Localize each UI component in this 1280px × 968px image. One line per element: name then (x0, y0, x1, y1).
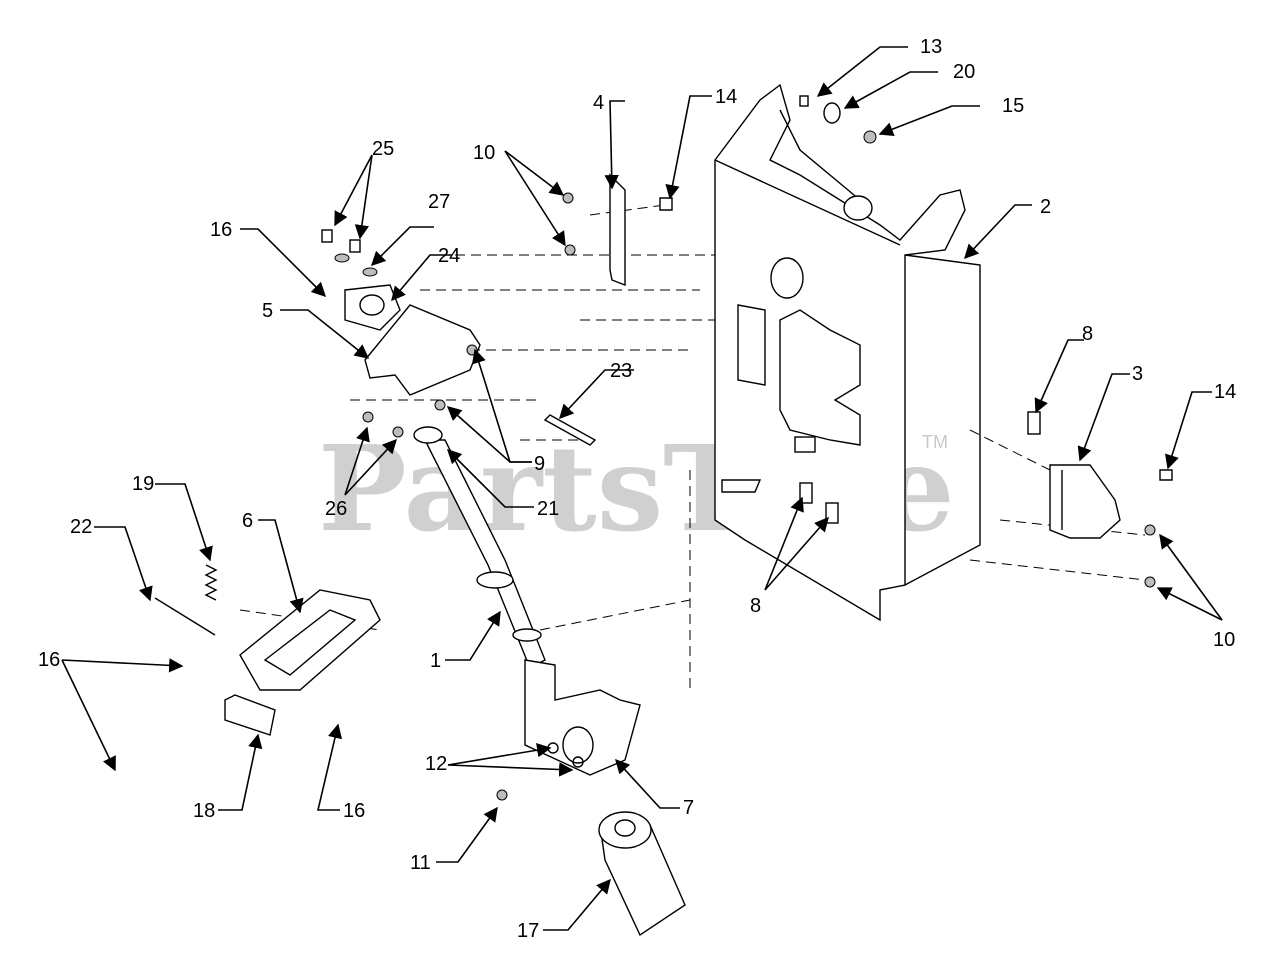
callout-17: 17 (517, 920, 539, 942)
hardware (321, 95, 1156, 801)
leader-lines (61, 46, 1223, 931)
callout-2: 2 (1040, 196, 1051, 218)
slotted-plate (239, 589, 381, 691)
callout-11: 11 (410, 852, 431, 874)
callout-10-right: 10 (1213, 629, 1235, 651)
callout-5: 5 (262, 300, 273, 322)
callout-14-top: 14 (715, 86, 737, 108)
callout-26: 26 (325, 498, 347, 520)
plate-bracket (344, 284, 481, 396)
callout-1: 1 (430, 650, 441, 672)
callout-6: 6 (242, 510, 253, 532)
callout-8-bottom: 8 (750, 595, 761, 617)
callout-14-right: 14 (1214, 381, 1236, 403)
main-frame-panel (714, 83, 981, 622)
callout-16-bottom: 16 (343, 800, 365, 822)
callout-12: 12 (425, 753, 447, 775)
callout-15: 15 (1002, 95, 1024, 117)
right-bracket (1049, 464, 1173, 539)
callout-16-top: 16 (210, 219, 232, 241)
callout-3: 3 (1132, 363, 1143, 385)
callout-20: 20 (953, 61, 975, 83)
callout-4: 4 (593, 92, 604, 114)
rod-inner (103, 603, 200, 869)
callout-18: 18 (193, 800, 215, 822)
pin (543, 414, 597, 446)
callout-16-left: 16 (38, 649, 60, 671)
callout-19: 19 (132, 473, 154, 495)
callout-10-top: 10 (473, 142, 495, 164)
callout-24: 24 (438, 245, 460, 267)
cylinder (598, 811, 686, 937)
callout-21: 21 (537, 498, 559, 520)
callout-25: 25 (372, 138, 394, 160)
watermark-tm: TM (922, 432, 948, 452)
callout-22: 22 (70, 516, 92, 538)
callout-13: 13 (920, 36, 942, 58)
callout-9: 9 (534, 453, 545, 475)
callout-8-right: 8 (1082, 323, 1093, 345)
block (224, 694, 276, 736)
callout-7: 7 (683, 797, 694, 819)
callout-23: 23 (610, 360, 632, 382)
lower-bracket (524, 659, 641, 776)
spring (204, 564, 218, 601)
callouts: 13 20 15 2 4 14 10 25 27 24 16 5 23 9 21… (38, 36, 1236, 942)
callout-27: 27 (428, 191, 450, 213)
rod-link (154, 597, 216, 636)
vertical-bracket (609, 173, 673, 287)
